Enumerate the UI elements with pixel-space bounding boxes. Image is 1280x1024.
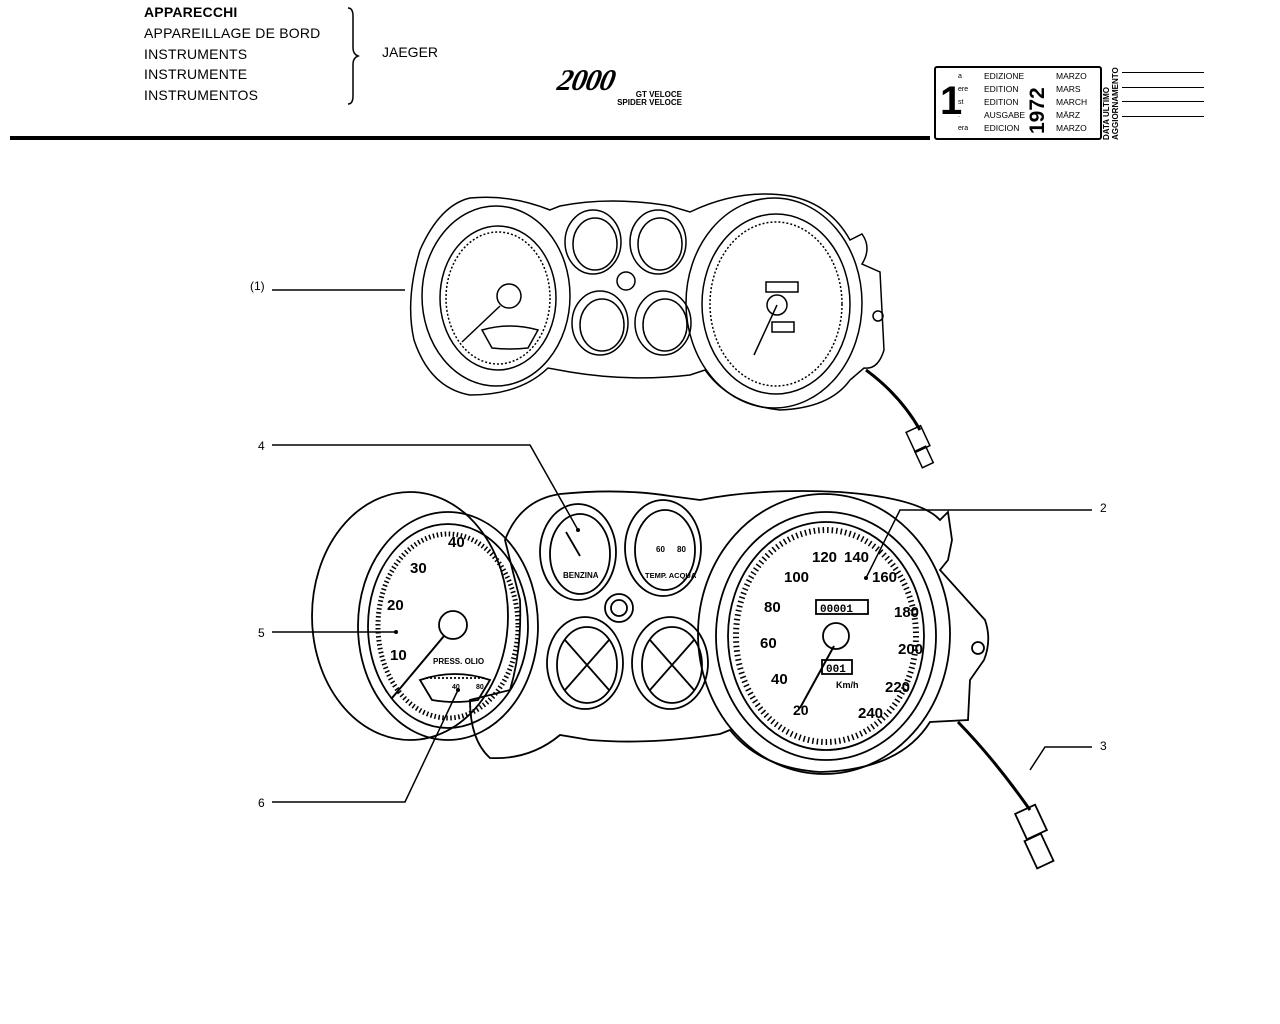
tachometer bbox=[357, 511, 539, 741]
speedo-tick-label: 160 bbox=[872, 569, 897, 586]
water-temp-gauge bbox=[624, 499, 702, 597]
edition-suffix: ere bbox=[958, 86, 969, 93]
water-tick-label: 60 bbox=[656, 545, 665, 554]
small-cluster-assembly bbox=[409, 193, 935, 469]
water-tick-label: 80 bbox=[677, 545, 686, 554]
edition-box bbox=[934, 66, 1102, 140]
speedo-unit: Km/h bbox=[836, 680, 859, 690]
fuel-gauge bbox=[539, 503, 617, 601]
edition-suffixes: a ere st . era bbox=[958, 70, 968, 135]
edition-suffix: . bbox=[958, 112, 960, 119]
part-group-names: APPARECCHI APPAREILLAGE DE BORD INSTRUME… bbox=[144, 2, 320, 106]
odometer-window bbox=[815, 599, 869, 615]
name-it: APPARECCHI bbox=[144, 4, 238, 20]
speedo-tick-label: 240 bbox=[858, 705, 883, 722]
edition-month: MÄRZ bbox=[1056, 110, 1081, 120]
edition-number: 1 bbox=[940, 79, 963, 123]
oil-label: PRESS. OLIO bbox=[433, 657, 484, 666]
callout-1: (1) bbox=[250, 279, 265, 293]
tacho-tick-label: 10 bbox=[390, 647, 407, 664]
fuel-label: BENZINA bbox=[563, 571, 599, 580]
trip-window bbox=[821, 659, 853, 675]
edition-month: MARS bbox=[1056, 84, 1081, 94]
speedometer-cable bbox=[956, 720, 1032, 811]
water-label: TEMP. ACQUA bbox=[645, 571, 697, 580]
edition-suffix: era bbox=[958, 125, 969, 132]
edition-label: EDITION bbox=[984, 97, 1019, 107]
callout-3: 3 bbox=[1100, 739, 1107, 753]
callout-5: 5 bbox=[258, 626, 265, 640]
name-en: INSTRUMENTS bbox=[144, 45, 248, 62]
odometer-digits: 00001 bbox=[820, 604, 853, 616]
speedo-tick-label: 120 bbox=[812, 549, 837, 566]
header-rule bbox=[10, 136, 930, 140]
model-variant-gt: GT VELOCE bbox=[635, 90, 682, 99]
name-fr: APPAREILLAGE DE BORD bbox=[144, 24, 321, 41]
brace-icon bbox=[347, 7, 360, 105]
speedo-tick-label: 180 bbox=[894, 604, 919, 621]
edition-months: MARZO MARS MARCH MÄRZ MARZO bbox=[1056, 70, 1087, 135]
speedo-tick-label: 80 bbox=[764, 599, 781, 616]
edition-label: EDIZIONE bbox=[984, 71, 1025, 81]
model-variant-spider: SPIDER VELOCE bbox=[617, 98, 682, 107]
speedo-tick-label: 100 bbox=[784, 569, 809, 586]
update-lines bbox=[1122, 72, 1204, 130]
name-de: INSTRUMENTE bbox=[144, 66, 248, 83]
model-variants: GT VELOCE SPIDER VELOCE bbox=[600, 91, 682, 107]
name-es: INSTRUMENTOS bbox=[144, 87, 259, 104]
edition-month: MARZO bbox=[1056, 123, 1087, 133]
gauge-text: 40 30 20 10 PRESS. OLIO 40 80 BENZINA TE… bbox=[387, 534, 923, 722]
callout-4: 4 bbox=[258, 439, 265, 453]
large-cluster-assembly bbox=[311, 490, 1055, 870]
warning-lights-right bbox=[631, 616, 709, 710]
tacho-tick-label: 30 bbox=[410, 560, 427, 577]
warning-lights-left bbox=[546, 616, 624, 710]
callout-leaders bbox=[272, 289, 1092, 803]
speedo-tick-label: 60 bbox=[760, 635, 777, 652]
speedometer-outer bbox=[697, 493, 951, 775]
speedo-tick-label: 140 bbox=[844, 549, 869, 566]
edition-month: MARCH bbox=[1056, 97, 1088, 107]
oil-tick-label: 40 bbox=[452, 684, 460, 691]
edition-label: EDITION bbox=[984, 84, 1019, 94]
speedo-tick-label: 20 bbox=[793, 702, 809, 718]
edition-suffix: a bbox=[958, 73, 962, 80]
edition-labels: EDIZIONE EDITION EDITION AUSGABE EDICION bbox=[984, 70, 1025, 135]
tacho-tick-label: 40 bbox=[448, 534, 465, 551]
edition-suffix: st bbox=[958, 99, 964, 106]
oil-tick-label: 80 bbox=[476, 684, 484, 691]
tacho-tick-label: 20 bbox=[387, 597, 404, 614]
edition-month: MARZO bbox=[1056, 71, 1087, 81]
edition-label: AUSGABE bbox=[984, 110, 1026, 120]
speedometer bbox=[727, 521, 925, 751]
callout-2: 2 bbox=[1100, 501, 1107, 515]
edition-label: EDICION bbox=[984, 123, 1020, 133]
speedo-tick-label: 40 bbox=[771, 671, 788, 688]
trip-digits: 001 bbox=[826, 664, 846, 676]
speedo-tick-label: 200 bbox=[898, 641, 923, 658]
callout-6: 6 bbox=[258, 796, 265, 810]
tacho-bezel bbox=[311, 491, 509, 741]
speedo-tick-label: 220 bbox=[885, 679, 910, 696]
manufacturer-name: JAEGER bbox=[382, 44, 439, 60]
callout-dots bbox=[394, 528, 868, 692]
